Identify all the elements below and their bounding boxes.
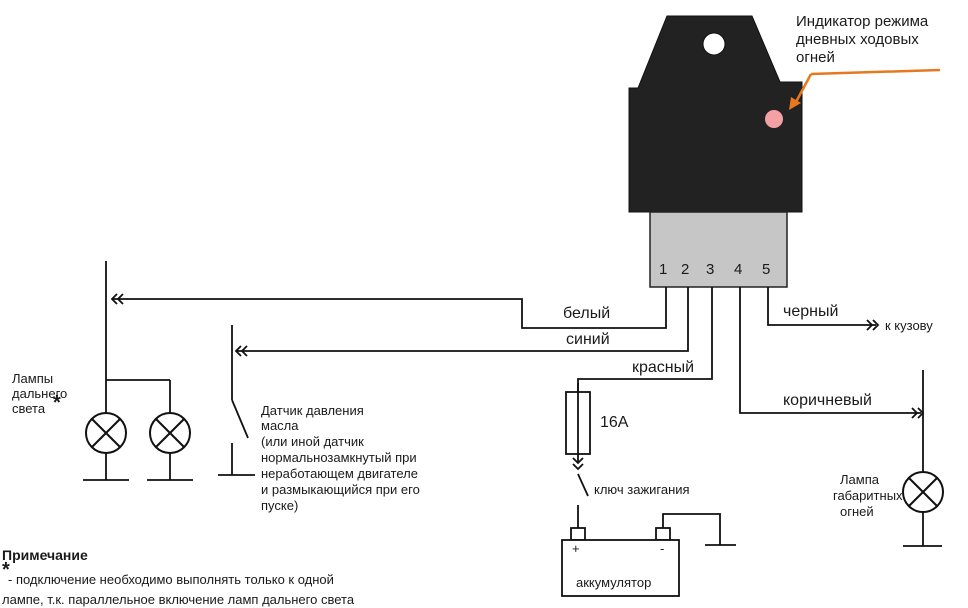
pin-5: 5	[762, 261, 771, 278]
high-beam-asterisk: *	[53, 392, 61, 414]
oil-sensor-line-3: (или иной датчик	[261, 434, 364, 449]
mounting-hole	[702, 32, 726, 56]
parking-lamp-line-2: габаритных	[833, 488, 903, 503]
battery	[561, 513, 736, 597]
high-beam-label-line-2: дальнего	[12, 386, 68, 401]
note-title: Примечание	[2, 547, 88, 563]
indicator-label-line-2: дневных ходовых	[796, 31, 919, 48]
battery-label: аккумулятор	[576, 575, 652, 590]
pin-3: 3	[706, 261, 715, 278]
parking-lamp	[902, 471, 944, 513]
oil-sensor-line-6: и размыкающийся при его	[261, 482, 420, 497]
parking-lamp-line-3: огней	[840, 504, 874, 519]
indicator-label-line-3: огней	[796, 49, 835, 66]
note-asterisk: *	[2, 559, 10, 581]
fuse-rating: 16А	[600, 414, 629, 431]
ignition-switch	[572, 383, 589, 528]
pin-1: 1	[659, 261, 668, 278]
high-beam-lamp-left	[85, 412, 127, 454]
to-body-label: к кузову	[885, 318, 933, 333]
indicator-label-line-1: Индикатор режима	[796, 13, 929, 30]
ignition-key-label: ключ зажигания	[594, 482, 690, 497]
oil-sensor-line-1: Датчик давления	[261, 403, 364, 418]
oil-sensor-line-4: нормальнозамкнутый при	[261, 450, 417, 465]
wire-label-brown: коричневый	[783, 392, 872, 409]
pin-4: 4	[734, 261, 743, 278]
indicator-led	[765, 110, 783, 128]
wire-label-red: красный	[632, 359, 695, 376]
high-beam-circuit	[83, 261, 193, 481]
wire-white	[110, 287, 667, 329]
oil-sensor-line-2: масла	[261, 418, 299, 433]
note-line-2: лампе, т.к. параллельное включение ламп …	[2, 592, 355, 607]
oil-sensor-line-5: неработающем двигателе	[261, 466, 418, 481]
battery-plus: +	[572, 541, 580, 556]
pin-2: 2	[681, 261, 690, 278]
high-beam-label-line-1: Лампы	[12, 371, 54, 386]
connector-block	[649, 211, 788, 288]
wire-blue	[234, 287, 689, 357]
wire-label-blue: синий	[566, 331, 610, 348]
high-beam-lamp-right	[149, 412, 191, 454]
indicator-pointer	[810, 68, 941, 76]
parking-lamp-line-1: Лампа	[840, 472, 879, 487]
oil-pressure-switch	[218, 325, 255, 476]
oil-sensor-line-7: пуске)	[261, 498, 299, 513]
wire-label-white: белый	[563, 305, 611, 322]
wire-black	[767, 287, 880, 331]
module-body	[628, 15, 803, 213]
high-beam-label-line-3: света	[12, 401, 46, 416]
note-line-1: - подключение необходимо выполнять тольк…	[8, 572, 334, 587]
parking-lamp-circuit	[903, 370, 942, 547]
battery-minus: -	[660, 541, 665, 556]
wire-label-black: черный	[783, 303, 839, 320]
